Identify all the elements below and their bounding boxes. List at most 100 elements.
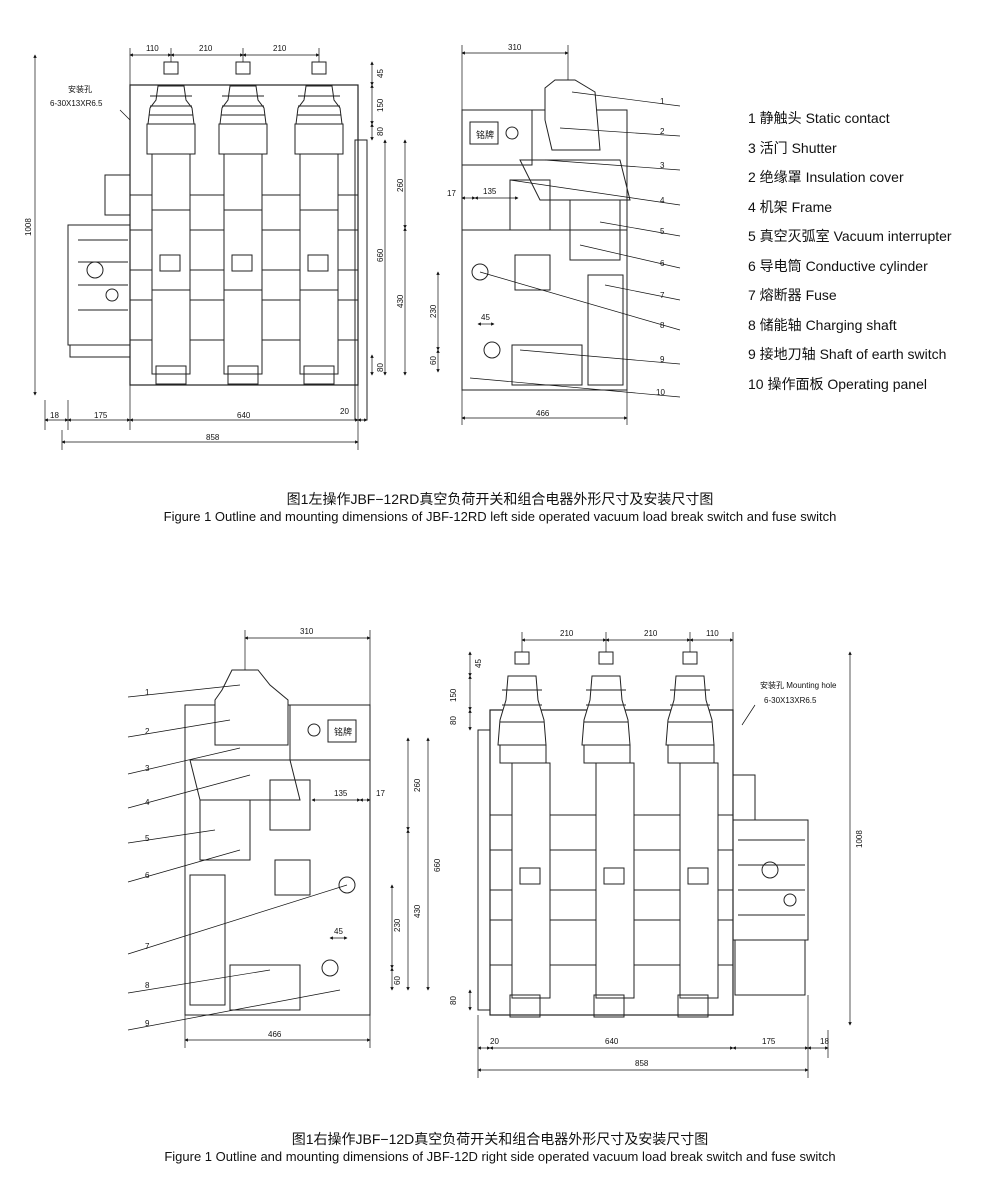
legend-item: 7 熔断器 Fuse xyxy=(748,287,837,303)
legend-item: 3 活门 Shutter xyxy=(748,139,837,156)
dim-210a: 210 xyxy=(199,44,213,53)
legend-item: 2 绝缘罩 Insulation cover xyxy=(748,169,904,185)
f2-dim-260: 260 xyxy=(413,778,422,792)
dim-175: 175 xyxy=(94,411,108,420)
f2-callout-1: 1 xyxy=(145,688,150,697)
f2-nameplate-label: 铭牌 xyxy=(334,726,352,737)
callout-3: 3 xyxy=(660,161,665,170)
parts-legend: 1 静触头 Static contact 3 活门 Shutter 2 绝缘罩 … xyxy=(748,104,952,399)
legend-item: 6 导电筒 Conductive cylinder xyxy=(748,257,928,274)
callout-8: 8 xyxy=(660,321,665,330)
f2-dim-175: 175 xyxy=(762,1037,776,1046)
f2-dim-45: 45 xyxy=(334,927,343,936)
dim-858: 858 xyxy=(206,433,220,442)
fig1-side-dim-labels: 310 17 135 230 45 60 466 铭牌 xyxy=(429,43,550,418)
callout-7: 7 xyxy=(660,291,665,300)
fig1-pole-3 xyxy=(294,61,344,385)
legend-item: 4 机架 Frame xyxy=(748,198,833,215)
fig1-operating-mechanism xyxy=(67,174,131,358)
fig1-pole-2 xyxy=(218,61,268,385)
f2-callout-8: 8 xyxy=(145,981,150,990)
f2-dim-640: 640 xyxy=(605,1037,619,1046)
legend-item: 9 接地刀轴 Shaft of earth switch xyxy=(748,346,947,362)
callout-4: 4 xyxy=(660,196,665,205)
fig1-pole-1 xyxy=(146,61,196,385)
fig2-operating-mechanism xyxy=(732,774,809,996)
f2-dim-230: 230 xyxy=(393,918,402,932)
legend-item: 1 静触头 Static contact xyxy=(748,110,890,126)
fig2-side-dim-labels: 310 135 17 260 660 430 230 45 60 466 铭牌 xyxy=(268,627,442,1039)
fig1-front-dimensions xyxy=(33,48,407,450)
fig1-front-view xyxy=(67,61,368,421)
f2-callout-7: 7 xyxy=(145,942,150,951)
dim-20: 20 xyxy=(340,407,349,416)
fig2-pole-1 xyxy=(497,651,551,1018)
fig1-front-dim-labels: 110 210 210 1008 45 150 80 260 660 430 8… xyxy=(24,44,405,442)
dim-430: 430 xyxy=(396,294,405,308)
f2-dim-110: 110 xyxy=(706,629,719,638)
f2-mount-hole-label: 安装孔 Mounting hole xyxy=(760,680,837,690)
fig1-callout-numbers: 1 2 3 4 5 6 7 8 9 10 xyxy=(656,97,665,397)
dim-660: 660 xyxy=(376,248,385,262)
mount-hole-label: 安装孔 xyxy=(68,84,92,94)
dim-150: 150 xyxy=(376,98,385,112)
side-dim-466: 466 xyxy=(536,409,550,418)
f2-side-dim-135: 135 xyxy=(334,789,348,798)
fig1-callouts xyxy=(469,91,681,398)
f2-dim-60: 60 xyxy=(393,976,402,985)
callout-5: 5 xyxy=(660,227,665,236)
fig2-front-dim-labels: 210 210 110 45 150 80 80 1008 20 640 175… xyxy=(449,629,864,1068)
fig2-side-dimensions xyxy=(184,630,430,1048)
dim-18: 18 xyxy=(50,411,59,420)
dim-210b: 210 xyxy=(273,44,287,53)
figure1-caption-cn: 图1左操作JBF−12RD真空负荷开关和组合电器外形尺寸及安装尺寸图 xyxy=(286,491,714,507)
f2-dim-430: 430 xyxy=(413,904,422,918)
mount-hole-spec: 6-30X13XR6.5 xyxy=(50,99,103,108)
fig2-callouts xyxy=(127,684,348,1031)
dim-110: 110 xyxy=(146,44,159,53)
dim-640: 640 xyxy=(237,411,251,420)
side-dim-60: 60 xyxy=(429,356,438,365)
f2-callout-4: 4 xyxy=(145,798,150,807)
fig2-pole-2 xyxy=(581,651,635,1018)
dim-80-bottom: 80 xyxy=(376,363,385,372)
fig1-side-dimensions xyxy=(436,45,628,425)
f2-dim-80-bottom: 80 xyxy=(449,996,458,1005)
f2-callout-6: 6 xyxy=(145,871,150,880)
side-dim-230: 230 xyxy=(429,304,438,318)
fig2-callout-numbers: 1 2 3 4 5 6 7 8 9 xyxy=(145,688,150,1028)
callout-2: 2 xyxy=(660,127,665,136)
f2-dim-210a: 210 xyxy=(560,629,574,638)
dim-1008: 1008 xyxy=(24,218,33,236)
f2-side-dim-17: 17 xyxy=(376,789,385,798)
nameplate-label: 铭牌 xyxy=(476,129,494,140)
side-dim-45: 45 xyxy=(481,313,490,322)
figure2-caption: 图1右操作JBF−12D真空负荷开关和组合电器外形尺寸及安装尺寸图 Figure… xyxy=(0,1130,1000,1166)
callout-9: 9 xyxy=(660,355,665,364)
legend-item: 8 储能轴 Charging shaft xyxy=(748,316,897,333)
f2-dim-1008: 1008 xyxy=(855,830,864,848)
fig2-front-view xyxy=(477,651,809,1018)
f2-side-dim-310: 310 xyxy=(300,627,314,636)
f2-dim-18: 18 xyxy=(820,1037,829,1046)
dim-260: 260 xyxy=(396,178,405,192)
f2-mount-hole-spec: 6-30X13XR6.5 xyxy=(764,696,817,705)
f2-dim-150: 150 xyxy=(449,688,458,702)
f2-callout-9: 9 xyxy=(145,1019,150,1028)
figure2-caption-en: Figure 1 Outline and mounting dimensions… xyxy=(164,1149,836,1164)
f2-side-dim-466: 466 xyxy=(268,1030,282,1039)
f2-dim-20: 20 xyxy=(490,1037,499,1046)
f2-dim-858: 858 xyxy=(635,1059,649,1068)
side-dim-17: 17 xyxy=(447,189,456,198)
f2-dim-45-top: 45 xyxy=(474,659,483,668)
figure2-caption-cn: 图1右操作JBF−12D真空负荷开关和组合电器外形尺寸及安装尺寸图 xyxy=(291,1131,709,1147)
dim-80-top: 80 xyxy=(376,127,385,136)
f2-dim-210b: 210 xyxy=(644,629,658,638)
fig1-side-view xyxy=(461,79,631,391)
figure1-caption-en: Figure 1 Outline and mounting dimensions… xyxy=(163,509,837,524)
dim-45: 45 xyxy=(376,69,385,78)
f2-dim-80-top: 80 xyxy=(449,716,458,725)
side-dim-135: 135 xyxy=(483,187,497,196)
f2-callout-5: 5 xyxy=(145,834,150,843)
